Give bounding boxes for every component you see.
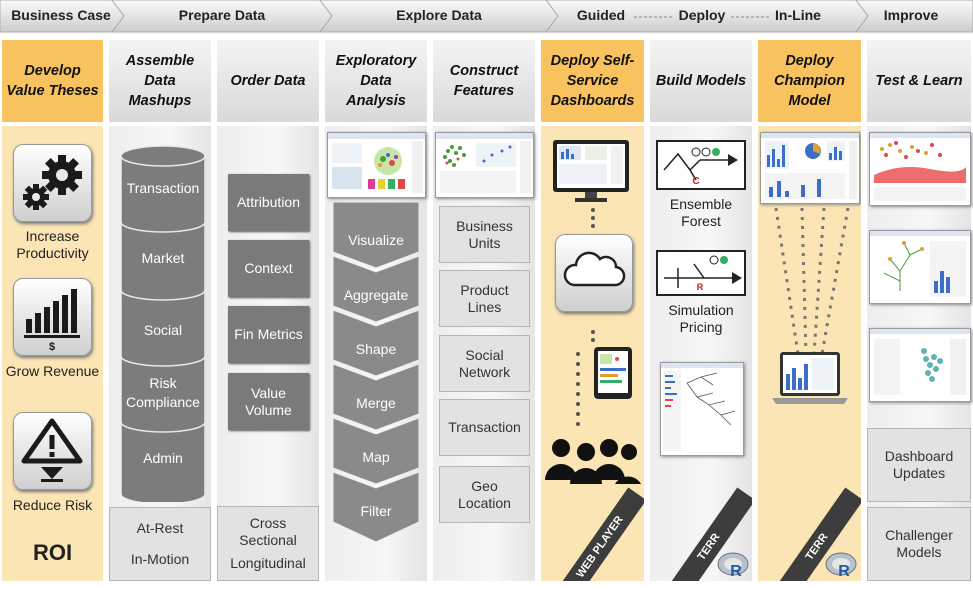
champion-dashboard-screenshot (760, 132, 860, 204)
stack-risk-compliance: Risk Compliance (126, 375, 200, 410)
stage-deploy: Deploy (678, 7, 726, 23)
step-aggregate: Aggregate (343, 287, 409, 303)
transaction-box: Transaction (439, 399, 530, 456)
stage-explore-data: Explore Data (396, 7, 482, 23)
cross-sectional-label: Cross Sectional (239, 515, 297, 548)
column-assemble-data-mashups: Assemble Data Mashups Transaction Market… (109, 40, 211, 581)
step-map: Map (362, 449, 390, 465)
column-test-and-learn: Test & Learn (867, 40, 971, 581)
column-title: Develop Value Theses (2, 40, 103, 122)
column-build-models: Build Models C Ensemble Forest R Simulat… (650, 40, 752, 581)
step-filter: Filter (360, 503, 392, 519)
simulation-pricing-diagram: R (656, 250, 746, 296)
warning-icon (13, 412, 92, 490)
users-group-icon (545, 439, 641, 484)
in-motion-label: In-Motion (130, 551, 190, 567)
geo-location-box: Geo Location (439, 466, 530, 523)
r-logo-icon: R (717, 552, 749, 580)
stage-inline: In-Line (775, 7, 821, 23)
column-order-data: Order Data Attribution Context Fin Metri… (217, 40, 319, 581)
at-rest-in-motion-box: At-Rest In-Motion (109, 507, 211, 581)
step-merge: Merge (356, 395, 396, 411)
column-exploratory-data-analysis: Exploratory Data Analysis Visualize Aggr… (325, 40, 427, 581)
column-title: Deploy Self-Service Dashboards (541, 40, 644, 122)
longitudinal-label: Longitudinal (230, 555, 306, 571)
attribution-box: Attribution (228, 174, 309, 231)
fin-metrics-box: Fin Metrics (228, 306, 309, 363)
step-visualize: Visualize (348, 232, 404, 248)
gears-icon (13, 144, 92, 222)
svg-text:R: R (838, 563, 850, 580)
ensemble-forest-label: Ensemble Forest (669, 196, 733, 229)
value-volume-box: Value Volume (228, 373, 309, 430)
column-title: Assemble Data Mashups (109, 40, 211, 122)
stack-transaction: Transaction (126, 180, 200, 196)
simulation-pricing-label: Simulation Pricing (668, 302, 734, 335)
social-network-box: Social Network (439, 335, 530, 392)
monitor-icon (553, 140, 629, 202)
ensemble-forest-diagram: C (656, 140, 746, 190)
column-title: Construct Features (433, 40, 535, 122)
product-lines-box: Product Lines (439, 270, 530, 327)
grow-revenue-label: Grow Revenue (5, 363, 100, 379)
cloud-icon (555, 234, 633, 312)
model-tree-screenshot (660, 362, 744, 456)
stack-admin: Admin (143, 450, 183, 466)
column-deploy-champion-model: Deploy Champion Model TERR R (758, 40, 861, 581)
svg-text:R: R (730, 563, 742, 580)
test-dashboard-screenshot-1 (869, 132, 971, 206)
at-rest-label: At-Rest (136, 520, 184, 536)
svg-text:C: C (692, 176, 699, 187)
database-cylinder-icon (121, 145, 205, 502)
stage-improve: Improve (883, 7, 939, 23)
column-title: Deploy Champion Model (758, 40, 861, 122)
dashboard-updates-box: Dashboard Updates (867, 428, 971, 502)
revenue-bars-icon: $ (13, 278, 92, 356)
context-box: Context (228, 240, 309, 297)
features-scatter-screenshot (435, 132, 534, 198)
svg-text:$: $ (49, 341, 55, 353)
deployment-dotted-lines (774, 207, 850, 355)
column-title: Build Models (650, 40, 752, 122)
stage-guided: Guided (576, 7, 626, 23)
svg-text:R: R (697, 282, 704, 292)
challenger-models-box: Challenger Models (867, 507, 971, 581)
stack-market: Market (141, 250, 185, 266)
column-develop-value-theses: Develop Value Theses Increase Productivi… (2, 40, 103, 581)
stage-prepare-data: Prepare Data (178, 7, 266, 23)
column-title: Exploratory Data Analysis (325, 40, 427, 122)
column-construct-features: Construct Features Business Units Produc… (433, 40, 535, 581)
stack-social: Social (143, 322, 183, 338)
test-dashboard-screenshot-2 (869, 230, 971, 304)
step-shape: Shape (355, 341, 397, 357)
roi-label: ROI (32, 540, 73, 565)
eda-steps-arrows (333, 202, 419, 543)
eda-dashboard-screenshot (327, 132, 426, 198)
cross-sectional-longitudinal-box: Cross Sectional Longitudinal (217, 506, 319, 581)
stage-chevron-bar (0, 0, 973, 33)
increase-productivity-label: Increase Productivity (16, 228, 89, 261)
business-units-box: Business Units (439, 206, 530, 263)
column-deploy-dashboards: Deploy Self-Service Dashboards (541, 40, 644, 581)
stage-business-case: Business Case (11, 7, 111, 23)
column-title: Test & Learn (867, 40, 971, 122)
column-title: Order Data (217, 40, 319, 122)
reduce-risk-label: Reduce Risk (12, 497, 93, 513)
r-logo-icon: R (825, 552, 857, 580)
laptop-icon (772, 352, 848, 404)
tablet-icon (594, 347, 632, 399)
test-dashboard-screenshot-3 (869, 328, 971, 402)
